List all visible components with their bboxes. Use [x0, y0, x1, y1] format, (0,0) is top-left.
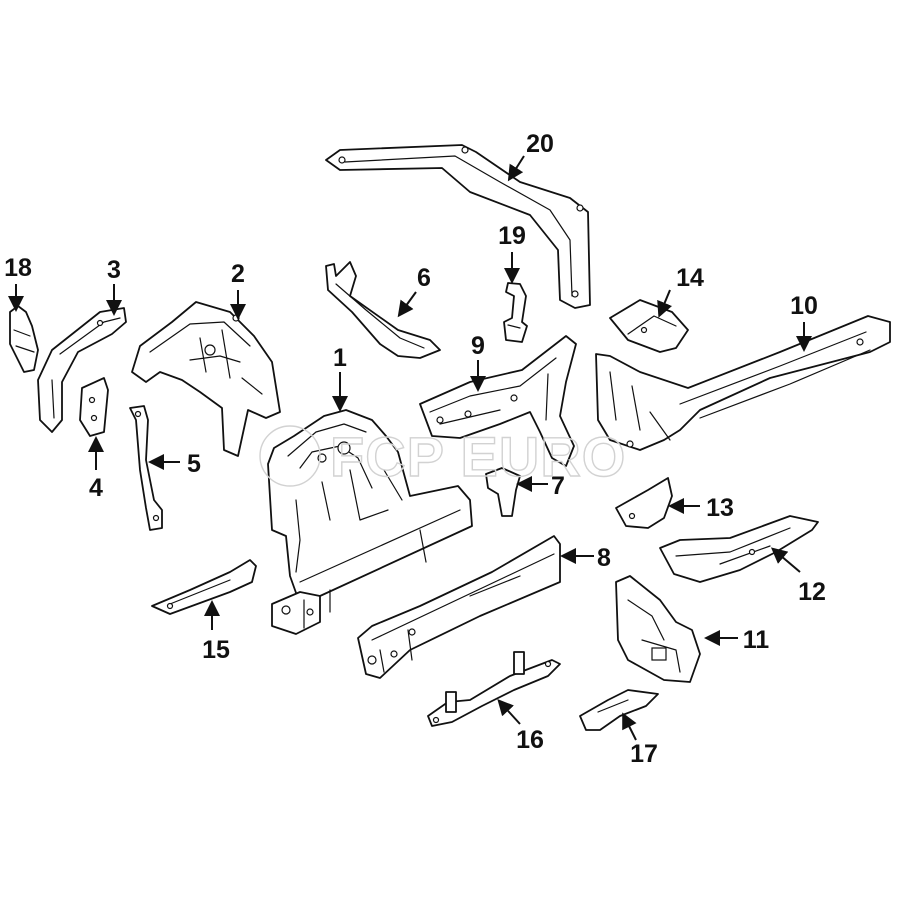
part-14-plate	[609, 299, 689, 353]
callout-18: 18	[4, 254, 32, 282]
part-18-bracket	[9, 305, 39, 373]
part-11-lower-assembly	[615, 575, 701, 683]
callout-5: 5	[187, 450, 201, 478]
callout-7: 7	[551, 472, 565, 500]
callout-6: 6	[417, 264, 431, 292]
callout-2: 2	[231, 260, 245, 288]
part-12-lower-rail	[659, 515, 819, 583]
part-2-wheelhouse	[131, 301, 281, 457]
part-6-brace	[325, 261, 441, 359]
callout-8: 8	[597, 544, 611, 572]
callout-15: 15	[202, 636, 230, 664]
callout-17: 17	[630, 740, 658, 768]
part-9-panel	[419, 335, 577, 467]
part-15-bracket	[151, 559, 257, 615]
part-16-mount	[427, 651, 561, 727]
callout-3: 3	[107, 256, 121, 284]
leader-14	[657, 289, 672, 318]
callout-labels: 1 2 3 4 5 6 7 8 9 10 11 12 13 14 15 16 1…	[4, 130, 826, 768]
callout-13: 13	[706, 494, 734, 522]
callout-16: 16	[516, 726, 544, 754]
watermark-text: FCP EURO	[330, 425, 626, 488]
callout-14: 14	[676, 264, 704, 292]
part-17-clip	[579, 689, 659, 731]
part-7-bracket	[485, 467, 521, 517]
callout-4: 4	[89, 474, 103, 502]
callout-19: 19	[498, 222, 526, 250]
part-20-upper-rail	[325, 144, 591, 309]
callout-1: 1	[333, 344, 347, 372]
part-1-apron-assembly	[267, 409, 473, 635]
part-4-plate	[79, 377, 109, 437]
callout-9: 9	[471, 332, 485, 360]
part-5-strut	[129, 405, 163, 531]
leader-16	[497, 699, 521, 725]
part-19-bracket	[503, 282, 528, 343]
callout-12: 12	[798, 578, 826, 606]
part-10-side-rail	[595, 315, 891, 451]
leader-6	[397, 291, 417, 318]
leader-lines	[8, 155, 812, 741]
callout-20: 20	[526, 130, 554, 158]
leader-17	[622, 712, 637, 741]
leader-20	[507, 155, 525, 182]
leader-12	[770, 547, 801, 573]
watermark-logo: FCP EURO	[259, 424, 626, 489]
callout-10: 10	[790, 292, 818, 320]
callout-11: 11	[743, 626, 770, 654]
